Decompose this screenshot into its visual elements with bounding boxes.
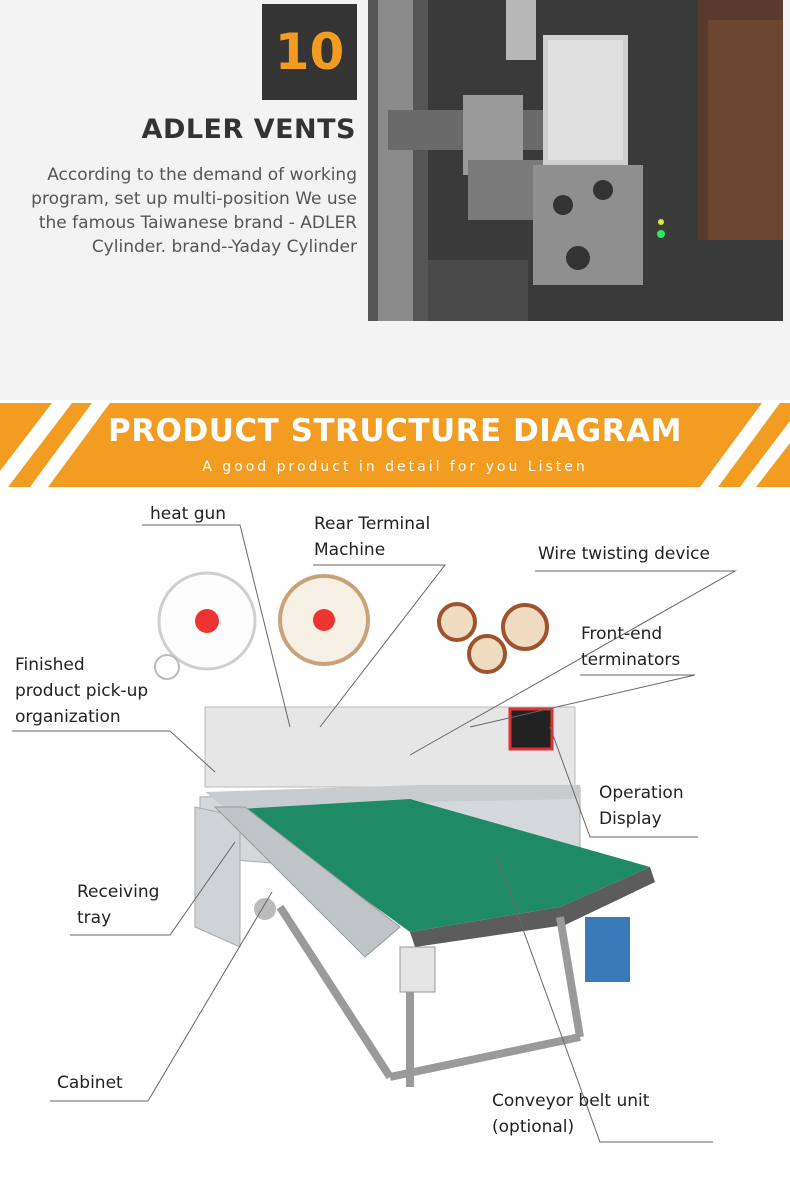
label-receiving-tray: Receiving tray	[77, 879, 159, 931]
label-cabinet-text: Cabinet	[57, 1073, 123, 1093]
label-rear-terminal-line2: Machine	[314, 540, 386, 560]
label-operation-line2: Display	[599, 809, 662, 829]
label-conveyor: Conveyor belt unit (optional)	[492, 1088, 649, 1140]
label-finished-line3: organization	[15, 707, 121, 727]
label-front-end-line2: terminators	[581, 650, 681, 670]
label-front-end-line1: Front-end	[581, 624, 663, 644]
feature-description: According to the demand of working progr…	[31, 165, 357, 257]
label-rear-terminal-line1: Rear Terminal	[314, 514, 431, 534]
label-operation-display: Operation Display	[599, 780, 684, 832]
feature-number: 10	[262, 4, 357, 100]
machine-illustration	[12, 524, 737, 1143]
label-finished-product: Finished product pick-up organization	[15, 652, 148, 730]
label-rear-terminal: Rear Terminal Machine	[314, 511, 430, 563]
feature-title: ADLER VENTS	[141, 114, 356, 145]
label-operation-line1: Operation	[599, 783, 684, 803]
banner-title: PRODUCT STRUCTURE DIAGRAM	[108, 413, 682, 449]
label-wire-twisting: Wire twisting device	[538, 541, 710, 567]
feature-section: 10 ADLER VENTS According to the demand o…	[0, 0, 790, 400]
label-cabinet: Cabinet	[57, 1070, 123, 1096]
banner-stripes	[0, 403, 790, 487]
section-banner: PRODUCT STRUCTURE DIAGRAM A good product…	[0, 403, 790, 487]
label-receiving-line2: tray	[77, 908, 112, 928]
label-finished-line1: Finished	[15, 655, 85, 675]
cylinder-photo	[368, 0, 783, 321]
label-finished-line2: product pick-up	[15, 681, 149, 701]
banner-subtitle: A good product in detail for you Listen	[202, 459, 588, 475]
label-heat-gun: heat gun	[150, 501, 226, 527]
structure-diagram: heat gun Rear Terminal Machine Wire twis…	[0, 487, 790, 1179]
label-conveyor-line2: (optional)	[492, 1117, 575, 1137]
label-receiving-line1: Receiving	[77, 882, 160, 902]
label-conveyor-line1: Conveyor belt unit	[492, 1091, 650, 1111]
label-wire-twisting-text: Wire twisting device	[538, 544, 710, 564]
label-heat-gun-text: heat gun	[150, 504, 227, 524]
label-front-end: Front-end terminators	[581, 621, 680, 673]
